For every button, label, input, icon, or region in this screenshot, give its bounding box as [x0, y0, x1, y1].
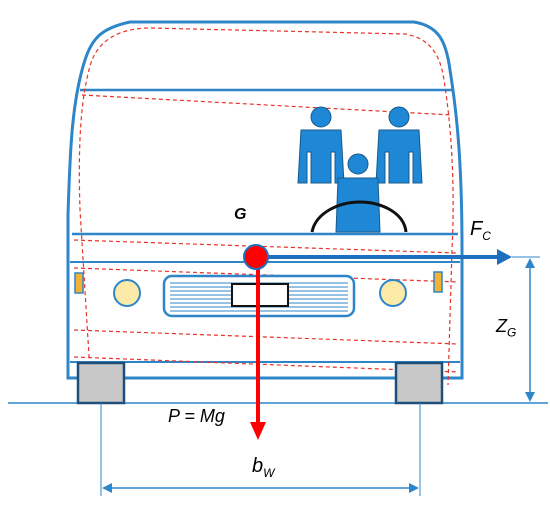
right-indicator — [433, 271, 443, 293]
wheel-icon — [76, 361, 126, 405]
lateral-force-subscript: C — [482, 229, 491, 243]
weight-label: P = Mg — [168, 406, 225, 426]
track-width-subscript: W — [263, 466, 275, 480]
lateral-force-arrowhead — [497, 249, 512, 265]
headlight-icon — [379, 279, 407, 307]
cog-height-label: ZG — [496, 316, 516, 340]
cog-height-subscript: G — [507, 325, 517, 340]
track-width-label: bW — [252, 455, 274, 480]
steering-wheel-icon — [310, 200, 408, 233]
wheel-icon — [394, 361, 444, 405]
tilted-bus-outline — [73, 27, 459, 386]
passenger-icon — [335, 153, 381, 233]
weight-arrowhead — [250, 422, 266, 440]
passenger-icon — [297, 106, 345, 184]
cog-height-symbol: Z — [496, 316, 507, 336]
track-width-symbol: b — [252, 455, 264, 477]
passenger-icon — [375, 106, 423, 184]
lateral-force-label: FC — [470, 218, 491, 243]
center-of-gravity — [243, 244, 269, 270]
headlight-icon — [113, 279, 141, 307]
cog-label: G — [234, 206, 247, 223]
left-indicator — [74, 272, 84, 294]
bus-body-outline — [66, 20, 464, 380]
lateral-force-symbol: F — [470, 218, 483, 240]
